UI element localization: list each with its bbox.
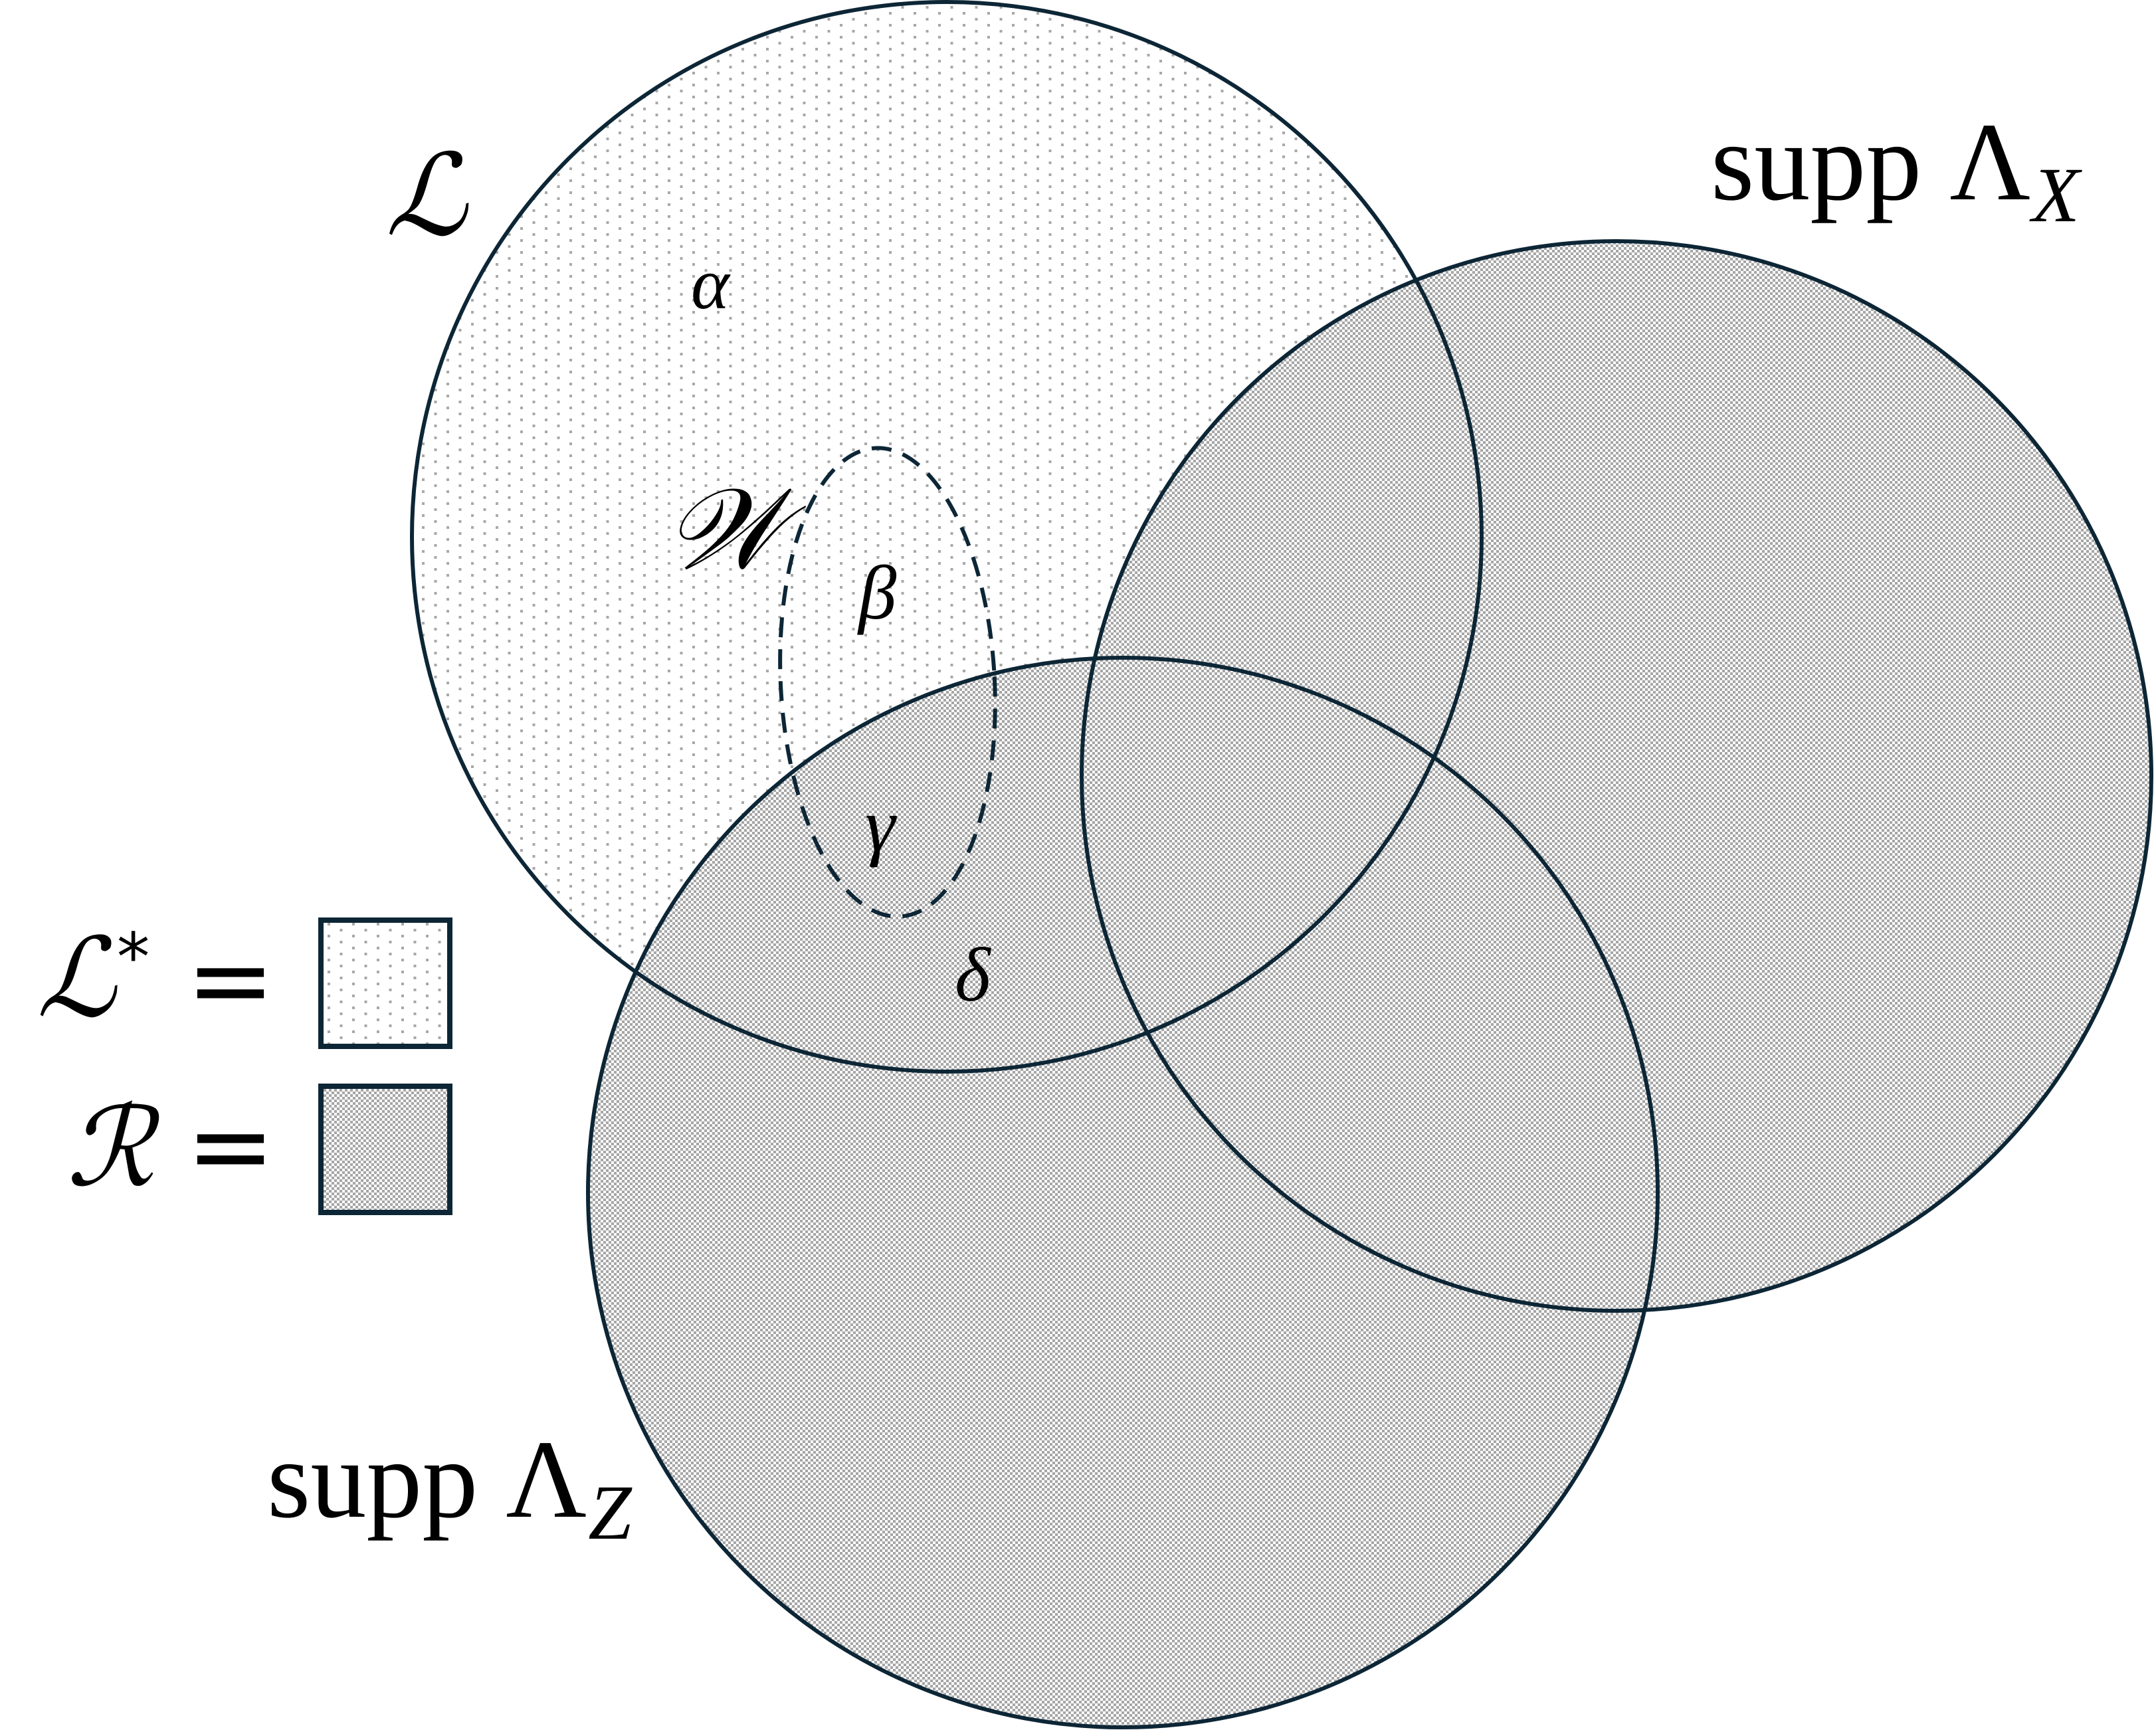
set-supp-lambda-x-label: supp ΛX — [1711, 106, 2080, 235]
legend-item-R-equals: = — [186, 1084, 276, 1208]
legend-item-R-symbol: ℛ — [66, 1084, 154, 1211]
legend-swatch-checker — [318, 1084, 452, 1215]
subscript-z: Z — [588, 1469, 632, 1556]
region-beta-label: β — [858, 551, 897, 635]
set-L-outline — [410, 0, 1484, 1074]
region-delta-label: δ — [955, 933, 991, 1017]
subset-W-dashed-ellipse — [778, 446, 997, 919]
legend-item-L-star-symbol: ℒ* — [37, 923, 149, 1033]
supp-text: supp — [1711, 100, 1922, 224]
legend-swatch-dots — [318, 917, 452, 1049]
legend-symbol: ℒ — [37, 914, 116, 1042]
set-L-label: ℒ — [385, 130, 467, 262]
set-supp-lambda-z-outline — [586, 656, 1660, 1729]
region-alpha-label: α — [691, 243, 730, 324]
subscript-x: X — [2032, 151, 2080, 239]
region-gamma-label: γ — [865, 783, 896, 868]
subset-W-label: 𝒲 — [664, 464, 783, 595]
set-supp-lambda-z-label: supp ΛZ — [267, 1424, 632, 1552]
supp-text: supp — [267, 1418, 478, 1541]
set-supp-lambda-x-outline — [1080, 239, 2153, 1313]
lambda-symbol: Λ — [1949, 100, 2031, 224]
legend-item-L-star-equals: = — [186, 917, 276, 1042]
lambda-symbol: Λ — [506, 1418, 587, 1541]
legend-superscript: * — [116, 919, 150, 996]
